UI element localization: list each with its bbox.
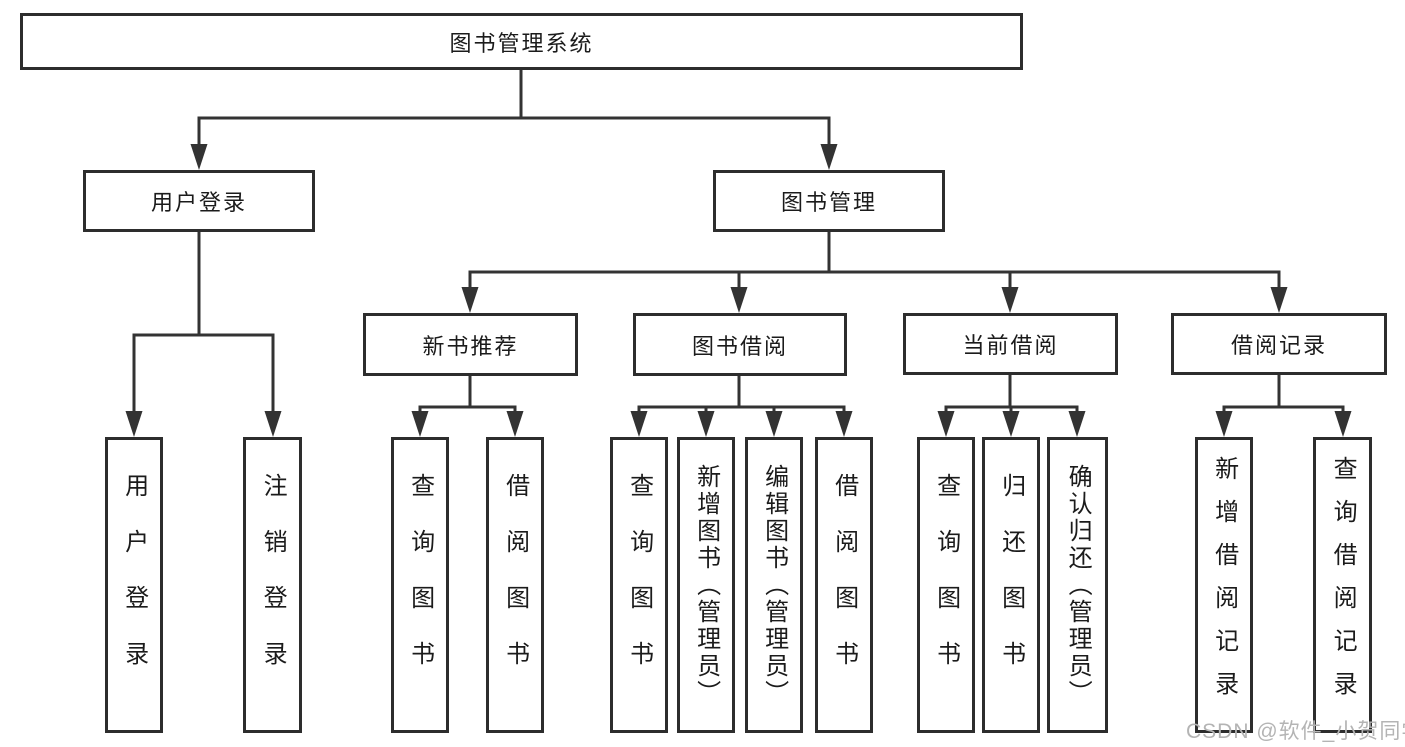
leaf-label: 借阅图书 — [501, 473, 529, 697]
node-borrow-records: 借阅记录 — [1171, 313, 1387, 375]
connector-root — [197, 66, 831, 150]
leaf-user-login: 用户登录 — [105, 437, 163, 733]
node-label: 用户登录 — [150, 190, 247, 215]
leaf-label: 确认归还（管理员） — [1064, 463, 1092, 707]
connector-book-mgmt — [468, 230, 1281, 292]
leaf-label: 查询图书 — [406, 473, 434, 697]
leaf-borrow-books-borrowing: 借阅图书 — [815, 437, 873, 733]
leaf-query-books-current: 查询图书 — [917, 437, 975, 733]
connector-new-books — [418, 374, 517, 416]
connector-user-login — [132, 230, 275, 416]
node-label: 图书借阅 — [691, 333, 788, 359]
node-label: 当前借阅 — [962, 333, 1059, 358]
node-label: 图书管理 — [780, 190, 877, 215]
node-user-login: 用户登录 — [83, 170, 315, 232]
leaf-label: 借阅图书 — [830, 473, 858, 697]
connector-current-borrowing — [944, 372, 1079, 416]
arrowheads — [125, 144, 1352, 437]
leaf-label: 新增图书（管理员） — [692, 463, 720, 707]
leaf-return-books: 归还图书 — [982, 437, 1040, 733]
node-book-mgmt: 图书管理 — [713, 170, 945, 232]
leaf-query-books-borrowing: 查询图书 — [610, 437, 668, 733]
node-label: 借阅记录 — [1230, 333, 1327, 358]
node-label: 图书管理系统 — [449, 30, 594, 56]
leaf-label: 用户登录 — [120, 473, 148, 697]
leaf-query-borrow-record: 查询借阅记录 — [1313, 437, 1372, 733]
connector-borrow-records — [1222, 372, 1345, 416]
leaf-label: 查询借阅记录 — [1329, 456, 1357, 714]
leaf-label: 编辑图书（管理员） — [760, 463, 788, 707]
node-label: 新书推荐 — [422, 333, 519, 359]
leaf-confirm-return-admin: 确认归还（管理员） — [1047, 437, 1108, 733]
leaf-label: 新增借阅记录 — [1210, 456, 1238, 714]
node-book-borrowing: 图书借阅 — [633, 313, 847, 376]
watermark: CSDN @软件_小贺同学 — [1186, 720, 1405, 743]
connector-book-borrowing — [637, 374, 846, 416]
node-root: 图书管理系统 — [20, 13, 1023, 70]
leaf-add-borrow-record: 新增借阅记录 — [1195, 437, 1253, 733]
leaf-label: 查询图书 — [625, 473, 653, 697]
leaf-add-book-admin: 新增图书（管理员） — [677, 437, 735, 733]
leaf-label: 注销登录 — [259, 473, 287, 697]
leaf-query-books-recommend: 查询图书 — [391, 437, 449, 733]
node-current-borrowing: 当前借阅 — [903, 313, 1118, 375]
leaf-label: 查询图书 — [932, 473, 960, 697]
leaf-borrow-books-recommend: 借阅图书 — [486, 437, 544, 733]
node-new-books: 新书推荐 — [363, 313, 578, 376]
leaf-label: 归还图书 — [997, 473, 1025, 697]
leaf-logout: 注销登录 — [243, 437, 302, 733]
leaf-edit-book-admin: 编辑图书（管理员） — [745, 437, 803, 733]
